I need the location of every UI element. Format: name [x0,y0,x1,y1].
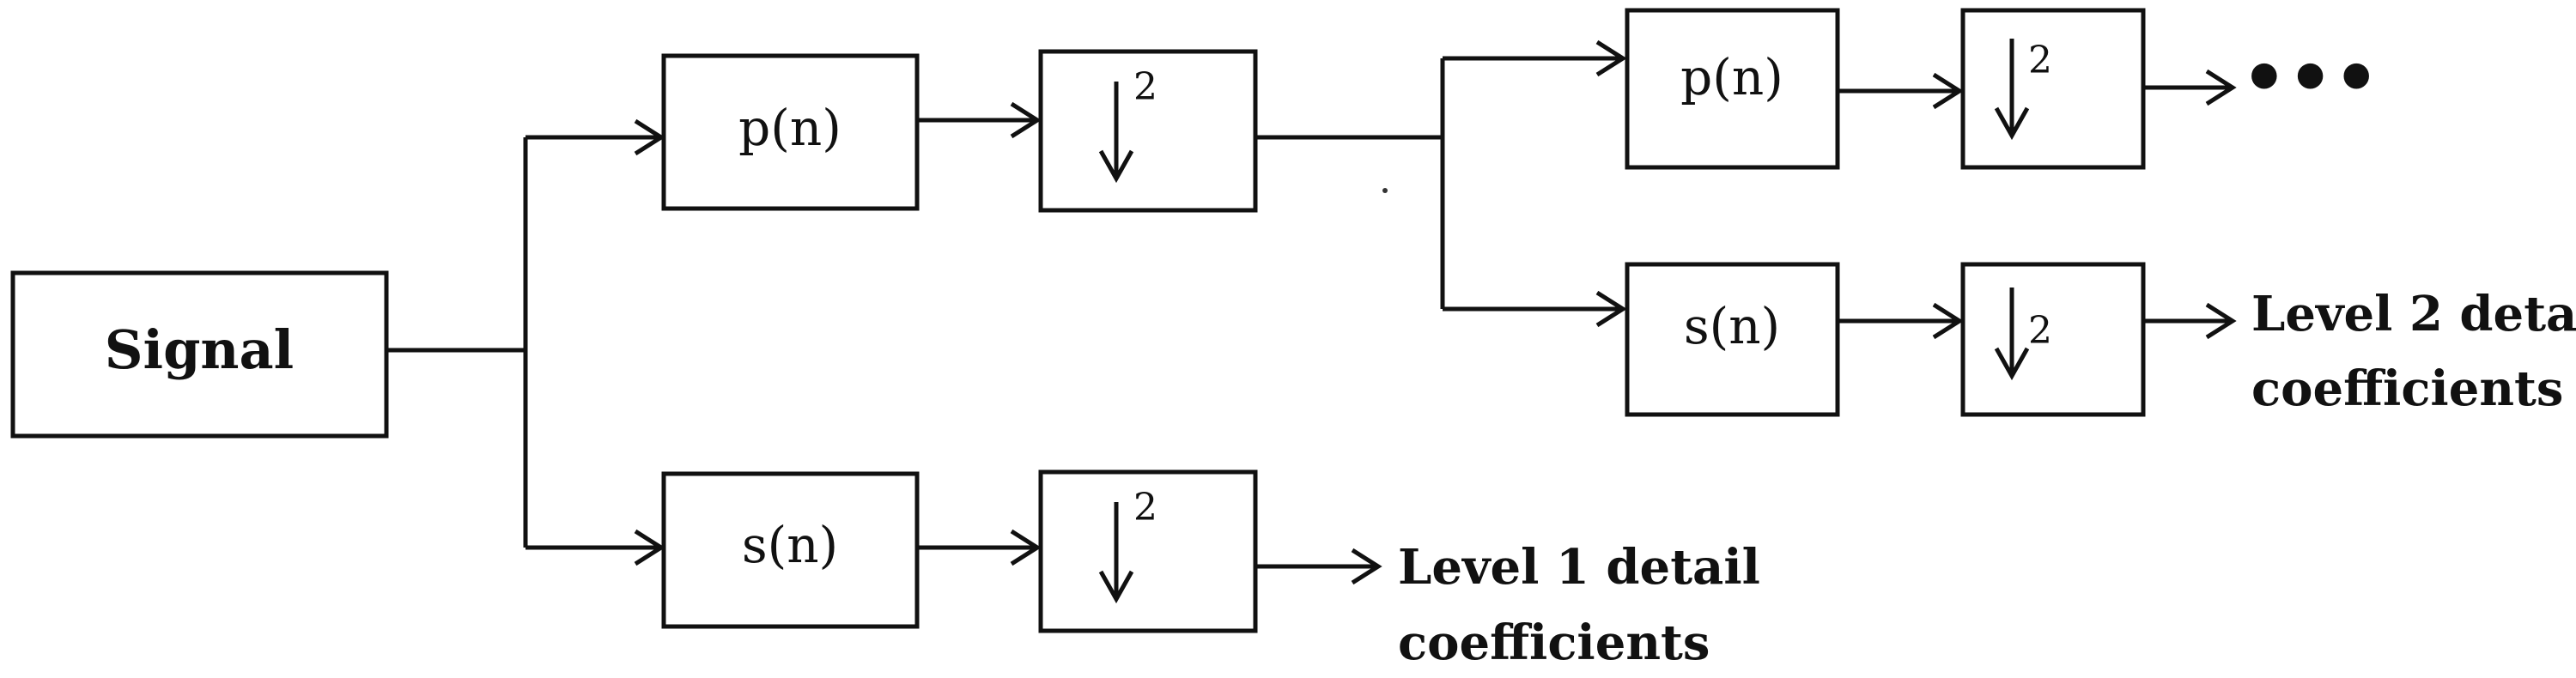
continuation-ellipsis: ••• [2241,35,2379,120]
down-arrow-icon [1098,82,1134,184]
level1-split-wires [386,118,665,566]
level2-s-downsample-block: 2 [1960,262,2146,417]
level1-s-filter-label: s(n) [742,516,838,574]
level1-p-downsample-block: 2 [1038,49,1258,213]
level2-p-downsample-block: 2 [1960,8,2146,170]
signal-block: Signal [10,270,389,439]
level2-s-filter-block: s(n) [1625,262,1840,417]
level2-detail-label-line1: Level 2 detail [2251,286,2576,342]
level1-detail-label-line2: coefficients [1398,614,1710,671]
down-arrow-icon [1994,39,2030,141]
downsample-factor: 2 [2028,309,2052,353]
level2-p-filter-label: p(n) [1680,48,1783,106]
level1-s-to-downsample-arrow [917,529,1042,566]
level2-p-filter-block: p(n) [1625,8,1840,170]
level2-split-wires [1255,39,1627,328]
level1-p-filter-label: p(n) [738,99,841,157]
level2-detail-output-arrow [2143,302,2237,340]
level2-continuation-arrow [2143,69,2237,106]
down-arrow-icon [1098,502,1134,604]
level1-p-filter-block: p(n) [661,53,920,211]
stray-dot [1382,188,1388,193]
level1-detail-label-line1: Level 1 detail [1398,539,1760,596]
downsample-factor: 2 [1133,65,1157,109]
level1-s-filter-block: s(n) [661,471,920,629]
downsample-factor: 2 [2028,39,2052,82]
downsample-factor: 2 [1133,486,1157,530]
level2-s-filter-label: s(n) [1684,297,1780,355]
level2-p-to-downsample-arrow [1838,72,1964,110]
signal-label: Signal [105,318,294,381]
level2-detail-label-line2: coefficients [2251,360,2563,417]
level1-s-downsample-block: 2 [1038,469,1258,633]
level1-p-to-downsample-arrow [917,101,1042,139]
level2-s-to-downsample-arrow [1838,302,1964,340]
level1-detail-output-arrow [1255,548,1382,585]
down-arrow-icon [1994,288,2030,381]
